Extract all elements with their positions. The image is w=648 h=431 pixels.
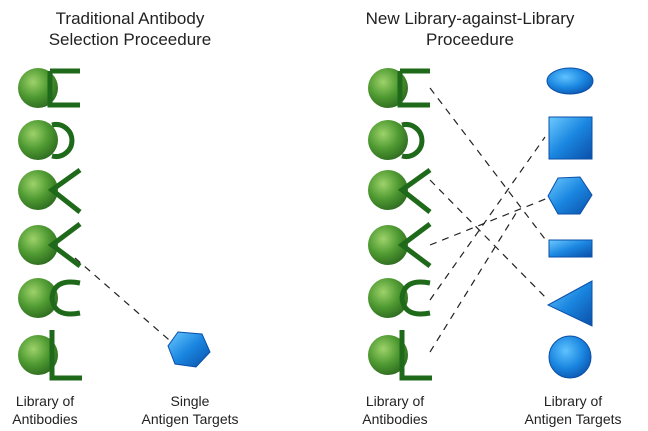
- right-antibodies-label: Library of Antibodies: [350, 392, 440, 428]
- left-title-line1: Traditional Antibody: [55, 9, 205, 28]
- left-title: Traditional Antibody Selection Proceedur…: [20, 8, 240, 50]
- left-antibody-library: [18, 68, 82, 381]
- antibody-v-receptor-2: [18, 222, 82, 268]
- antibody-l-receptor: [18, 330, 82, 381]
- right-antigen-library: [546, 67, 594, 379]
- left-targets-label-line1: Single: [170, 393, 210, 409]
- right-link-lines: [429, 87, 549, 353]
- antibody-l-receptor-r: [368, 330, 432, 381]
- antibody-v-receptor-r2: [368, 222, 432, 268]
- antigen-rectangle: [548, 239, 593, 258]
- link-line-5: [429, 209, 519, 353]
- antigen-square: [548, 116, 593, 160]
- link-line-1: [429, 87, 549, 244]
- antigen-pentagon-single: [167, 331, 211, 368]
- antibody-v-receptor-r: [368, 167, 432, 214]
- left-targets-label-line2: Antigen Targets: [141, 411, 239, 427]
- antigen-triangle: [546, 280, 593, 327]
- right-targets-label: Library of Antigen Targets: [508, 392, 638, 428]
- antibody-c-receptor: [18, 120, 75, 160]
- antigen-pentagon: [547, 176, 593, 215]
- left-link-line: [74, 257, 177, 347]
- antigen-ellipse: [546, 67, 594, 95]
- right-title: New Library-against-Library Proceedure: [350, 8, 590, 50]
- left-antibodies-label-line1: Library of: [15, 393, 75, 409]
- antibody-square-receptor-r: [368, 68, 430, 108]
- link-line-4: [429, 136, 546, 301]
- right-title-line1: New Library-against-Library: [365, 9, 575, 28]
- left-antibodies-label-line2: Antibodies: [12, 411, 78, 427]
- left-targets-label: Single Antigen Targets: [120, 392, 260, 428]
- link-line-3: [429, 197, 549, 246]
- left-title-line2: Selection Proceedure: [48, 30, 212, 49]
- antibody-v-receptor: [18, 167, 82, 214]
- antibody-square-receptor: [18, 68, 80, 108]
- antibody-c-receptor-r2: [368, 278, 431, 318]
- link-line-2: [429, 179, 549, 301]
- right-antibody-library: [368, 68, 432, 381]
- antibody-c-receptor-r: [368, 120, 425, 160]
- antigen-circle: [548, 335, 592, 379]
- right-targets-label-line1: Library of: [543, 393, 603, 409]
- right-targets-label-line2: Antigen Targets: [524, 411, 622, 427]
- right-antibodies-label-line2: Antibodies: [362, 411, 428, 427]
- antibody-c-receptor-2: [18, 278, 81, 318]
- right-title-line2: Proceedure: [426, 30, 514, 49]
- left-antibodies-label: Library of Antibodies: [0, 392, 90, 428]
- right-antibodies-label-line1: Library of: [365, 393, 425, 409]
